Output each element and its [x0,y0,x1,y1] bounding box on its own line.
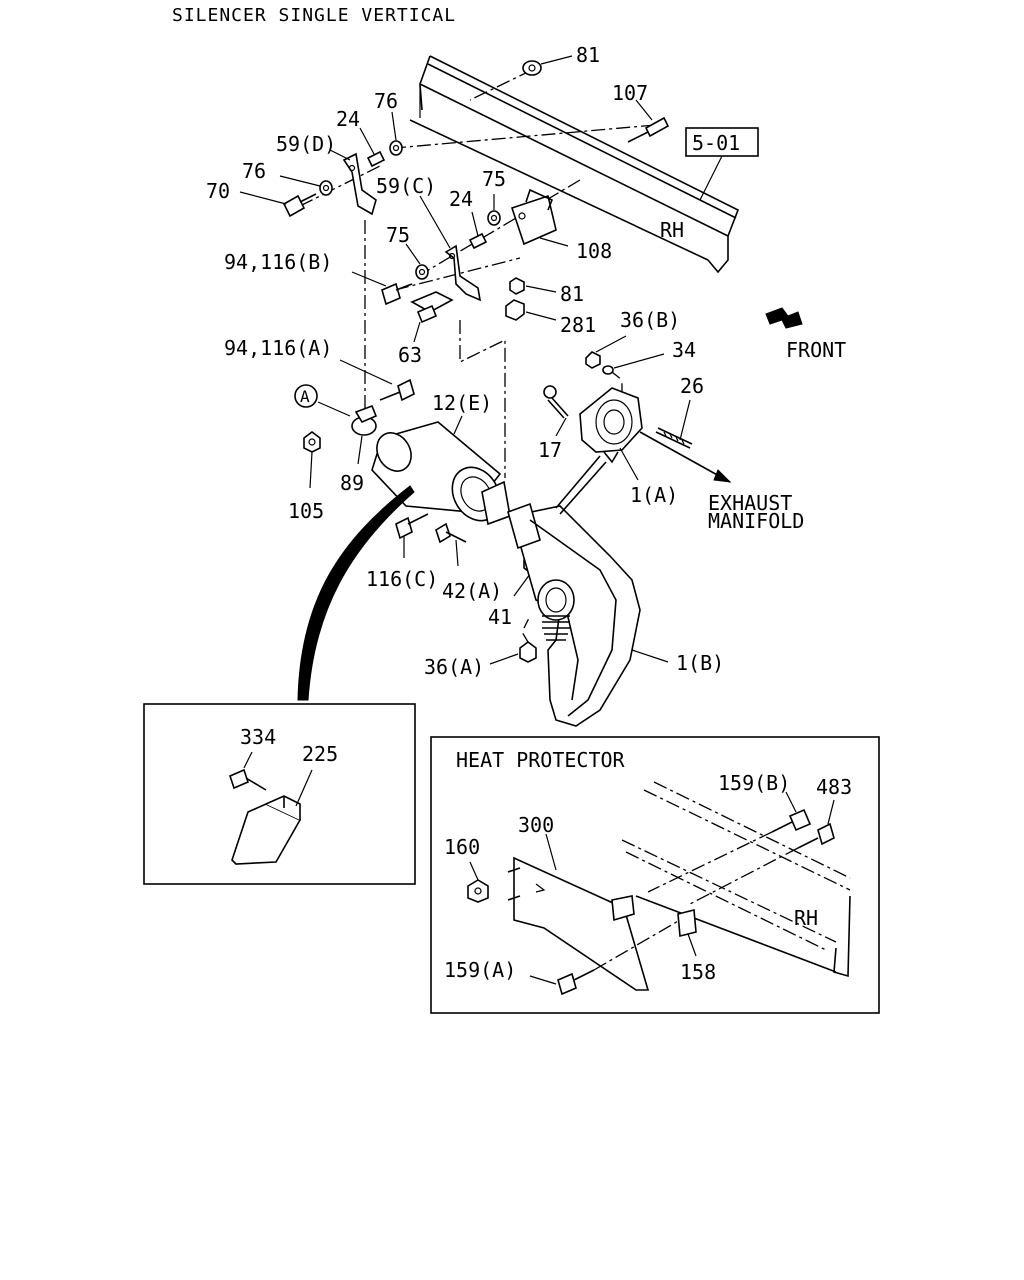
stud-26-icon [655,427,693,449]
callout-1b: 1(B) [676,651,724,675]
bolt-159b-icon [771,808,812,833]
bracket-59c-icon [444,244,482,302]
callout-81-top: 81 [576,43,600,67]
callout-1a: 1(A) [630,483,678,507]
callout-70: 70 [206,179,230,203]
callout-34: 34 [672,338,696,362]
callout-300: 300 [518,813,554,837]
collar-24-top-icon [366,150,386,168]
callout-334: 334 [240,725,276,749]
callout-108: 108 [576,239,612,263]
bolt-94-116a-icon [379,378,415,402]
callout-26: 26 [680,374,704,398]
rail-side-label: RH [660,218,684,242]
reference-box: 5-01 [685,127,759,201]
heat-protector-title: HEAT PROTECTOR [456,748,626,772]
callout-281: 281 [560,313,596,337]
bolt-42a-icon [435,522,467,544]
inset-bracket-panel: 334 225 [143,703,416,885]
diagram-title: SILENCER SINGLE VERTICAL [172,5,456,26]
bolt-159a-icon [557,969,595,996]
bracket-108-icon [510,188,557,246]
plate-63-icon [410,291,454,324]
callout-81-mid: 81 [560,282,584,306]
callout-75-right: 75 [482,167,506,191]
heat-protector-panel: HEAT PROTECTOR RH 300 158 160 [430,736,880,1014]
callout-94-116b: 94,116(B) [224,250,332,274]
callout-76-left: 76 [242,159,266,183]
callout-76-top: 76 [374,89,398,113]
callout-159b: 159(B) [718,771,790,795]
nut-81-mid-icon [509,277,525,295]
hp-side-label: RH [794,906,818,930]
washer-75-right-icon [487,210,501,226]
nut-36a-icon [519,641,537,663]
callout-36b: 36(B) [620,308,680,332]
marker-a: A [294,384,351,417]
exhaust-label-line1: EXHAUST [708,491,792,515]
callout-59d: 59(D) [276,132,336,156]
pipe-1b-icon [507,455,641,727]
front-arrow-icon [765,307,803,329]
callout-483: 483 [816,775,852,799]
callout-63: 63 [398,343,422,367]
nut-105-icon [303,431,321,453]
inset-pointer [297,485,415,701]
washer-75-left-icon [415,264,429,280]
bolt-334-icon [229,768,267,791]
reference-box-label: 5-01 [692,131,740,155]
callout-42a: 42(A) [442,579,502,603]
exhaust-label-line2: MANIFOLD [708,509,804,533]
callout-105: 105 [288,499,324,523]
bolt-483-icon [797,822,835,849]
washer-34-icon [602,365,614,375]
callout-24-top: 24 [336,107,360,131]
callout-24-mid: 24 [449,187,473,211]
callout-89: 89 [340,471,364,495]
callout-225: 225 [302,742,338,766]
nut-281-icon [505,299,525,321]
callout-36a: 36(A) [424,655,484,679]
exhaust-arrow-icon [639,431,732,483]
nut-160-icon [467,879,489,903]
washer-76-top-icon [389,140,403,156]
callout-59c: 59(C) [376,174,436,198]
bolt-94-116b-icon [381,282,413,306]
frame-rail [409,55,740,274]
marker-a-label: A [300,387,310,406]
bracket-158-icon [611,895,697,938]
silencer-12e-icon [371,421,511,526]
collar-24-mid-icon [468,232,488,250]
bracket-225-icon [231,795,302,865]
front-label: FRONT [786,338,846,362]
washer-76-left-icon [319,180,333,196]
callout-17: 17 [538,438,562,462]
nut-36b-icon [585,351,601,369]
callout-107: 107 [612,81,648,105]
bracket-59d-icon [342,152,377,216]
callout-75-left: 75 [386,223,410,247]
heat-plate-300-icon [513,856,650,991]
callout-158: 158 [680,960,716,984]
bolt-70-icon [282,193,317,218]
callout-94-116a: 94,116(A) [224,336,332,360]
callout-41: 41 [488,605,512,629]
bolt-116c-icon [395,513,429,540]
callout-12e: 12(E) [432,391,492,415]
clamp-89-icon [351,404,378,436]
nut-81-top-icon [522,60,542,76]
pipe-1a-icon [579,387,643,464]
bolt-107-icon [627,116,670,143]
callout-159a: 159(A) [444,958,516,982]
callout-116c: 116(C) [366,567,438,591]
callout-160: 160 [444,835,480,859]
bolt-17-icon [543,385,569,419]
